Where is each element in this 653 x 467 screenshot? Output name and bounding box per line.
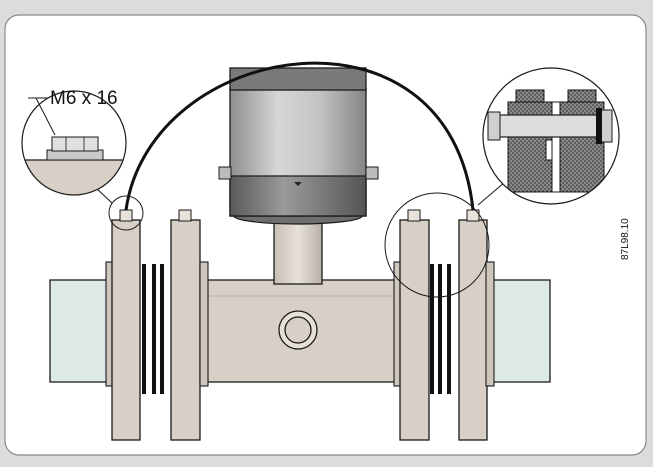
bolt-size-label: M6 x 16 — [50, 88, 118, 109]
bolt-section-magnifier-icon — [482, 67, 620, 205]
meter-neck — [273, 221, 323, 285]
pipe-left — [49, 279, 113, 383]
transmitter-housing — [218, 67, 379, 225]
bolt-highlight-left — [108, 195, 144, 231]
grounding-port — [278, 310, 318, 350]
bolt-size-callout: M6 x 16 — [28, 88, 118, 136]
gasket-right — [430, 264, 451, 394]
drawing-code: 87L98.10 — [620, 218, 631, 260]
flange-meter-left — [170, 209, 209, 441]
pipe-right — [487, 279, 551, 383]
flange-pipe-left — [105, 209, 141, 441]
gasket-left — [142, 264, 164, 394]
flange-meter-right — [393, 209, 430, 441]
leader-line-left — [95, 187, 113, 204]
flange-pipe-right — [458, 209, 495, 441]
grounding-cable — [124, 61, 475, 211]
leader-line-right — [477, 181, 506, 206]
bolt-highlight-right — [384, 192, 490, 298]
